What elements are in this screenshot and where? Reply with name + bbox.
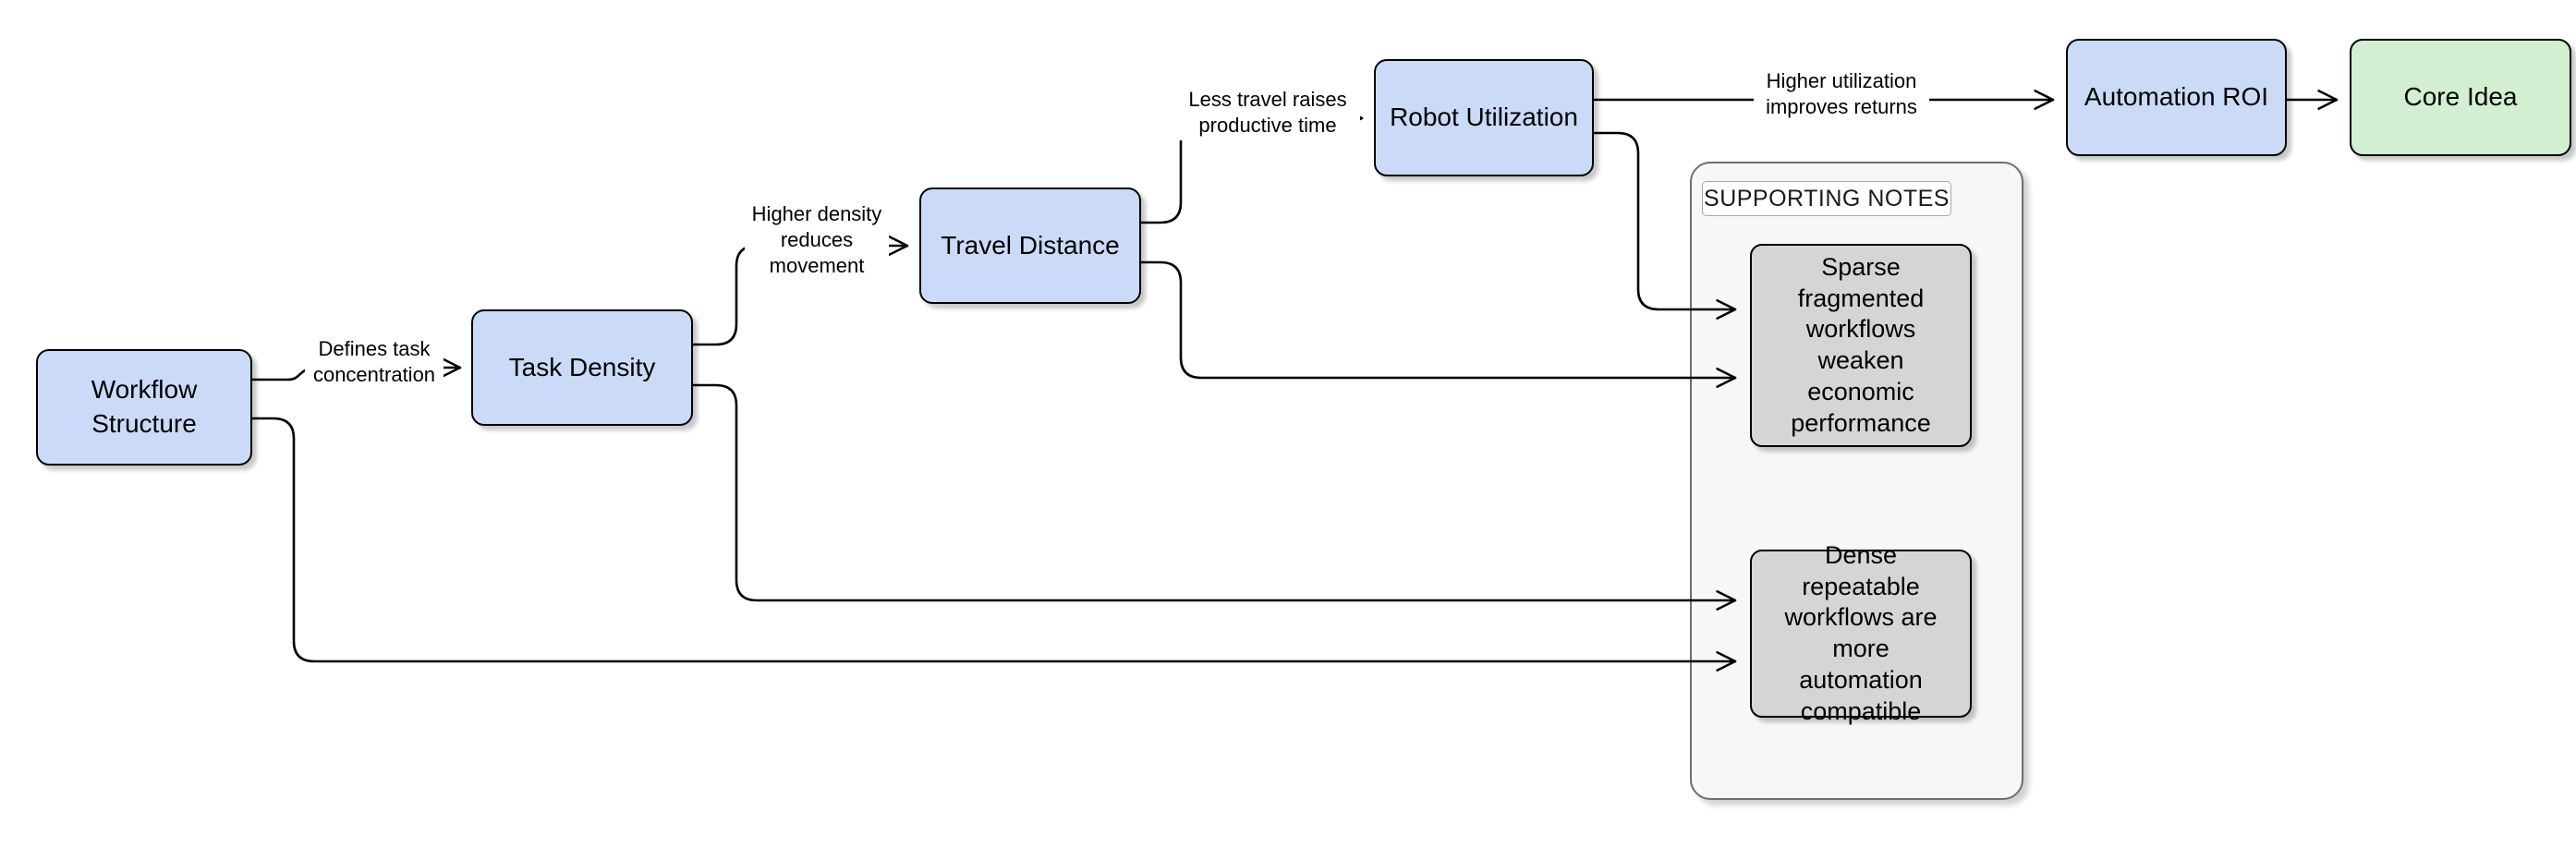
note-sparse-workflows[interactable]: Sparse fragmented workflows weaken econo… [1750, 244, 1972, 447]
edge-workflow-to-dense-note [250, 417, 1737, 671]
edge-label-higher-utilization-improves-returns: Higher utilization improves returns [1754, 67, 1929, 122]
node-workflow-structure[interactable]: Workflow Structure [36, 349, 252, 466]
note-dense-workflows[interactable]: Dense repeatable workflows are more auto… [1750, 541, 1972, 725]
supporting-notes-title: SUPPORTING NOTES [1702, 181, 1951, 216]
node-automation-roi[interactable]: Automation ROI [2066, 39, 2287, 156]
edge-density-to-dense-note [691, 383, 1737, 611]
edge-label-higher-density-reduces-movement: Higher density reduces movement [745, 200, 889, 281]
node-robot-utilization[interactable]: Robot Utilization [1374, 59, 1594, 176]
edge-label-less-travel-raises-productive-time: Less travel raises productive time [1175, 85, 1360, 140]
node-core-idea[interactable]: Core Idea [2350, 39, 2571, 156]
node-travel-distance[interactable]: Travel Distance [919, 188, 1141, 304]
edge-label-defines-task-concentration: Defines task concentration [305, 334, 444, 390]
node-task-density[interactable]: Task Density [471, 309, 693, 426]
supporting-notes-panel: SUPPORTING NOTES Sparse fragmented workf… [1690, 162, 2023, 800]
edge-travel-to-sparse-note [1139, 260, 1737, 388]
